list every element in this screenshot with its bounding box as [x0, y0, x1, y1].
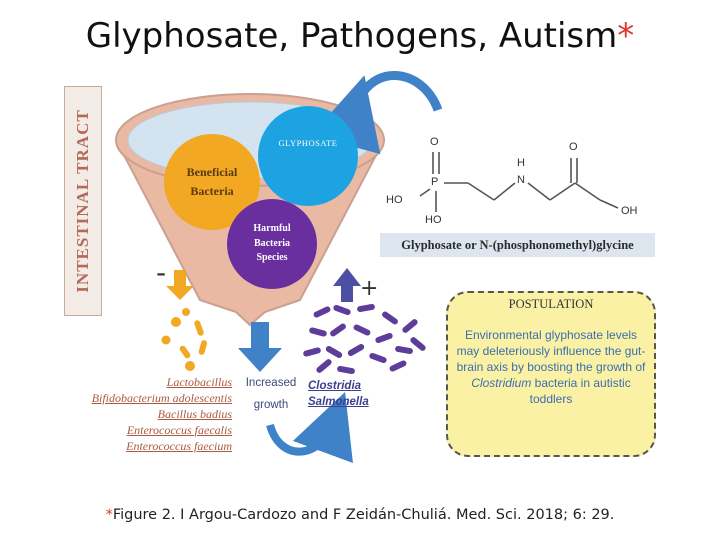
rod-bacterium-12 — [325, 346, 343, 358]
rod-bacterium-1 — [313, 306, 331, 318]
minus-arrow-stem — [174, 270, 186, 288]
rod-bacterium-7 — [330, 323, 346, 337]
glyphosate-name-label: Glyphosate or N-(phosphonomethyl)glycine — [380, 233, 655, 257]
figure-citation: *Figure 2. I Argou-Cardozo and F Zeidán-… — [0, 507, 720, 523]
up-arrow-stem — [341, 286, 353, 302]
rod-bacterium-5 — [402, 319, 418, 333]
pathogen-clostridia: Clostridia — [308, 380, 362, 392]
title-text: Glyphosate, Pathogens, Autism — [85, 16, 618, 56]
harmful-line-2: Bacteria — [253, 237, 291, 249]
atom-o-top: O — [430, 136, 439, 148]
minus-sign: - — [156, 256, 167, 289]
rod-bacterium-6 — [309, 327, 327, 337]
pathogen-salmonella: Salmonella — [308, 396, 369, 408]
beneficial-line-1: Beneficial — [186, 164, 238, 179]
species-bifidobacterium: Bifidobacterium adolescentis — [91, 391, 232, 405]
up-arrow-icon — [333, 268, 361, 286]
atom-o-right: O — [569, 141, 578, 153]
citation-asterisk: * — [105, 507, 113, 523]
rod-bacterium-9 — [375, 332, 393, 344]
rod-bacterium-17 — [337, 365, 355, 375]
rod-bacterium-10 — [395, 345, 413, 355]
rod-bacterium-2 — [333, 304, 351, 316]
postulation-text: Environmental glyphosate levels may dele… — [456, 327, 646, 407]
title-asterisk: * — [617, 16, 635, 56]
plus-sign: + — [360, 276, 379, 301]
atom-ho-left: HO — [386, 194, 403, 206]
species-enterococcus-faecalis: Enterococcus faecalis — [126, 423, 232, 437]
atom-n: N — [517, 174, 525, 186]
rod-bacterium-18 — [316, 359, 332, 373]
beneficial-species-list: Lactobacillus Bifidobacterium adolescent… — [92, 374, 232, 454]
rod-bacteria-icon — [303, 303, 426, 375]
rod-bacterium-16 — [410, 337, 426, 351]
minus-arrow-icon — [166, 286, 194, 300]
harmful-bacteria-circle: Harmful Bacteria Species — [227, 199, 317, 289]
rod-bacterium-4 — [382, 311, 398, 325]
intestinal-tract-label: INTESTINAL TRACT — [64, 86, 102, 316]
postulation-text-italic: Clostridium — [471, 376, 532, 390]
increased-growth-label: Increased growth — [239, 372, 303, 416]
species-lactobacillus: Lactobacillus — [166, 375, 232, 389]
growth-line-1: Increased — [245, 377, 297, 389]
atom-p: P — [431, 176, 439, 188]
rod-bacterium-13 — [347, 344, 365, 356]
pathogen-species-list: Clostridia Salmonella — [308, 378, 369, 410]
atom-ho-bottom: HO — [425, 214, 442, 226]
rod-bacterium-15 — [389, 360, 407, 372]
harmful-line-3: Species — [256, 252, 288, 264]
atom-oh: OH — [621, 205, 638, 217]
molecule-bonds — [419, 152, 619, 212]
curved-arrow-icon-top — [310, 71, 443, 155]
beneficial-bacteria-dots — [161, 308, 208, 371]
postulation-text-a: Environmental glyphosate levels may dele… — [456, 328, 646, 374]
postulation-heading: POSTULATION — [508, 297, 594, 311]
down-arrow-stem — [251, 322, 269, 350]
rod-bacterium-8 — [353, 324, 371, 336]
rod-bacterium-14 — [369, 352, 387, 364]
growth-line-2: growth — [253, 399, 289, 411]
postulation-box: POSTULATION Environmental glyphosate lev… — [446, 291, 656, 457]
page-title: Glyphosate, Pathogens, Autism* — [0, 16, 720, 56]
curved-arrow-icon-bottom — [266, 391, 353, 464]
postulation-text-b: bacteria in autistic toddlers — [529, 376, 631, 406]
atom-h: H — [517, 157, 525, 169]
beneficial-line-2: Bacteria — [190, 184, 234, 198]
glyphosate-circle: GLYPHOSATE — [258, 106, 358, 206]
rod-bacterium-11 — [303, 347, 321, 357]
rod-bacterium-3 — [357, 303, 375, 313]
harmful-line-1: Harmful — [253, 223, 291, 235]
species-bacillus-badius: Bacillus badius — [157, 407, 232, 421]
species-enterococcus-faecium: Enterococcus faecium — [126, 439, 232, 453]
down-arrow-icon — [238, 348, 282, 372]
citation-text: Figure 2. I Argou-Cardozo and F Zeidán-C… — [112, 507, 615, 523]
glyphosate-circle-label: GLYPHOSATE — [278, 138, 338, 148]
intestinal-tract-text: INTESTINAL TRACT — [73, 109, 92, 293]
